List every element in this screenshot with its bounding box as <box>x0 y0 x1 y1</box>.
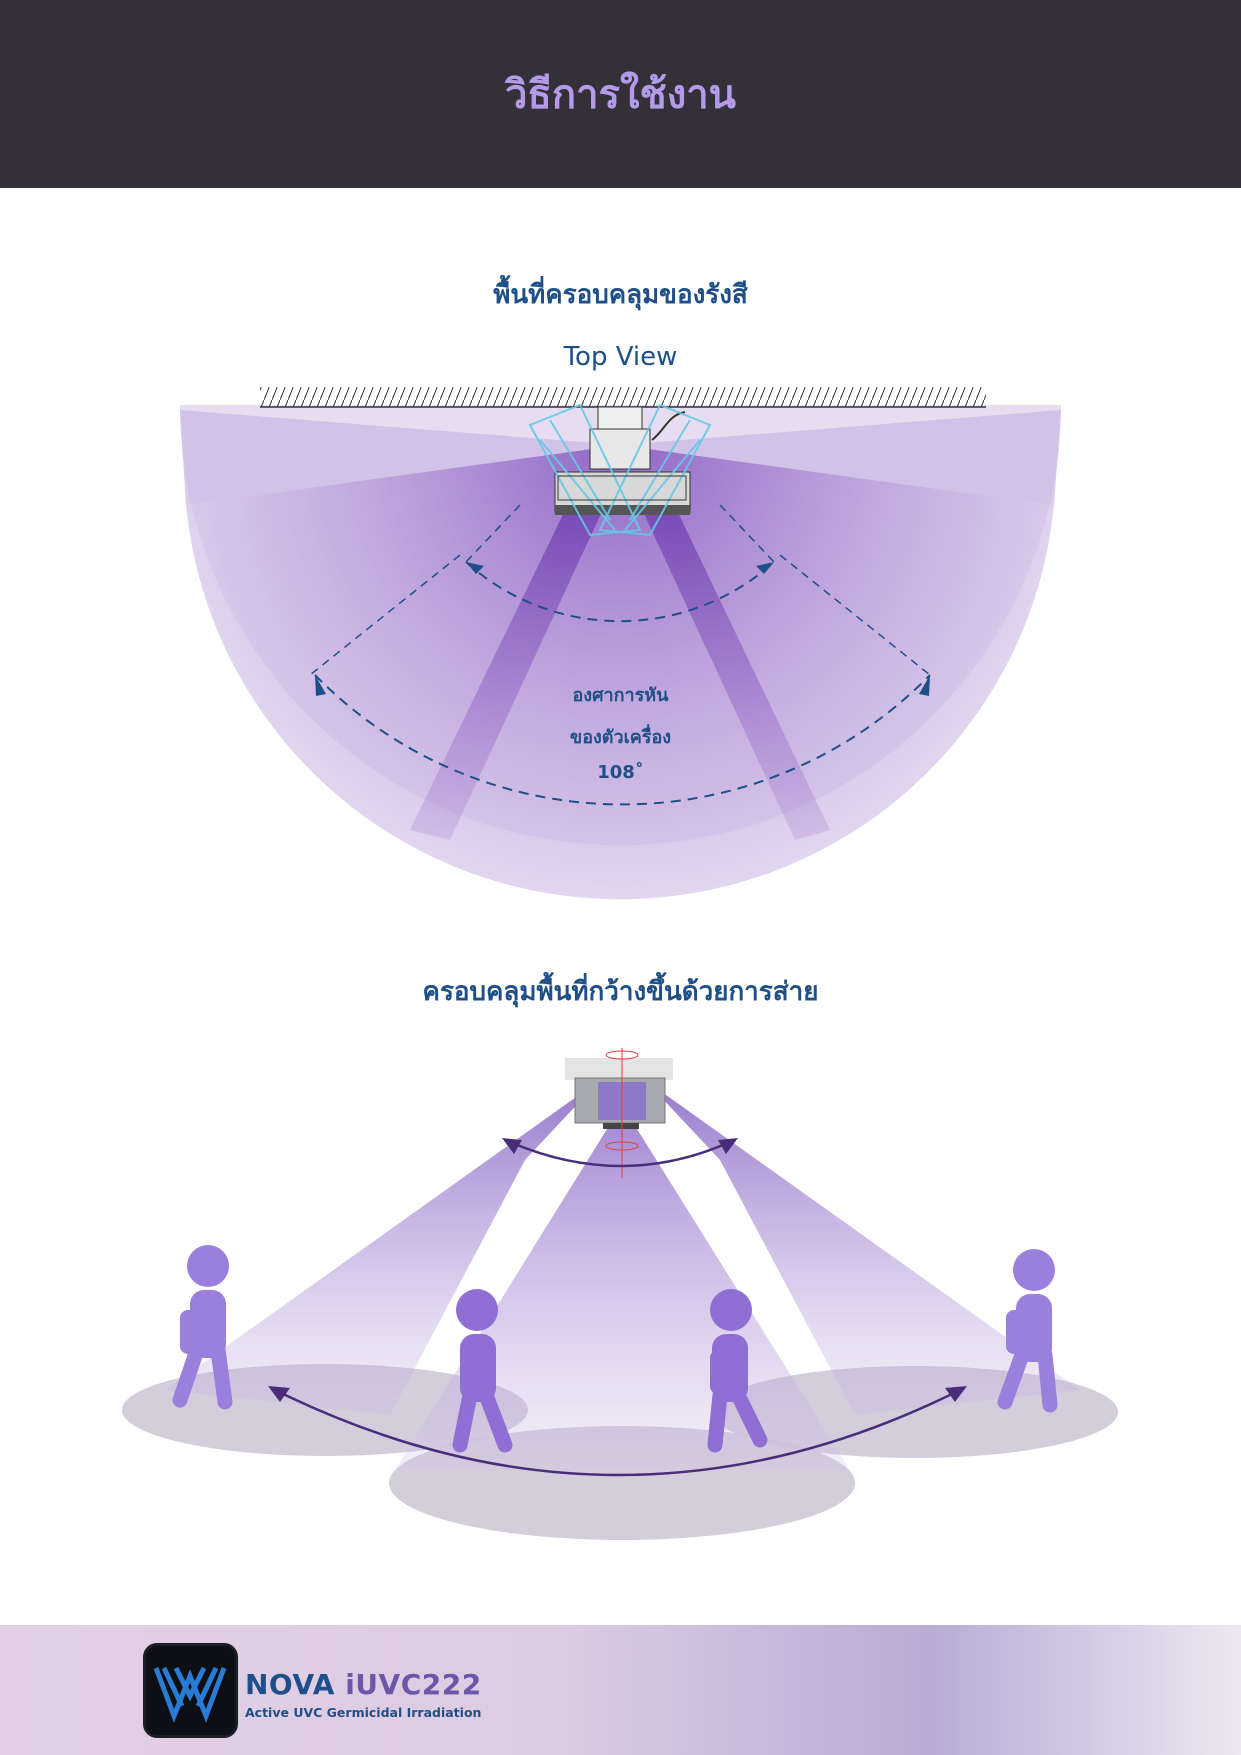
person-icon <box>707 1289 768 1453</box>
person-icon <box>172 1245 233 1410</box>
coverage-area-fan <box>186 445 1054 900</box>
brand-tagline: Active UVC Germicidal Irradiation <box>245 1705 482 1720</box>
brand-nova: NOVA <box>245 1668 335 1701</box>
swing-device-icon <box>565 1048 673 1178</box>
angle-value: 108˚ <box>597 762 644 783</box>
page-title: วิธีการใช้งาน <box>504 72 737 118</box>
angle-label-line1: องศาการหัน <box>572 685 669 706</box>
uv-beam-left <box>410 500 605 840</box>
person-icon <box>452 1289 513 1453</box>
swing-arrow-large <box>274 1388 961 1477</box>
uv-cone-right <box>645 1080 1080 1415</box>
uv-beam-right <box>640 500 830 840</box>
uv-cone-left <box>165 1080 600 1415</box>
angle-arc-inner <box>465 561 775 623</box>
top-view-label: Top View <box>563 342 678 372</box>
person-icon <box>997 1249 1058 1413</box>
brand-model: iUVC222 <box>345 1668 482 1701</box>
swing-diagram <box>122 1048 1118 1540</box>
ceiling <box>260 387 986 407</box>
coverage-title: พื้นที่ครอบคลุมของรังสี <box>493 280 748 310</box>
angle-arc-outer <box>314 674 931 806</box>
angle-label-line2: ของตัวเครื่อง <box>569 727 672 748</box>
brand-logo-icon <box>143 1643 238 1738</box>
header-banner: วิธีการใช้งาน <box>0 0 1241 188</box>
brand-name: NOVA iUVC222 <box>245 1668 482 1701</box>
footer-banner: NOVA iUVC222 Active UVC Germicidal Irrad… <box>0 1625 1241 1755</box>
device-icon <box>528 403 712 537</box>
swing-title: ครอบคลุมพื้นที่กว้างขึ้นด้วยการส่าย <box>422 977 819 1007</box>
swing-arrow-small <box>509 1140 731 1168</box>
top-view-diagram <box>180 387 1061 900</box>
